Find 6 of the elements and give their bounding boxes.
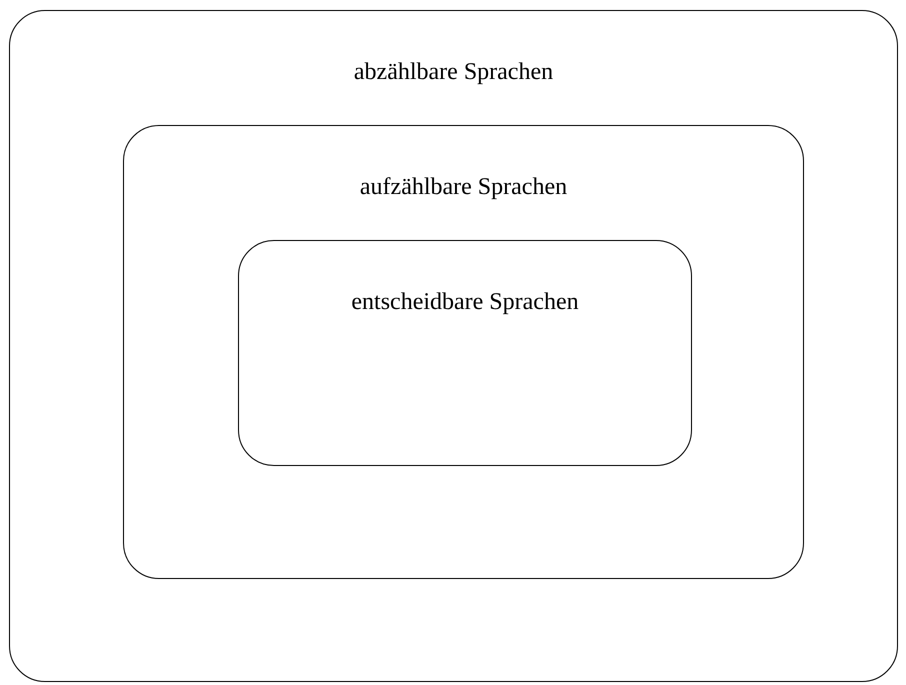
set-label: aufzählbare Sprachen	[360, 173, 568, 202]
set-label: abzählbare Sprachen	[354, 58, 554, 87]
set-label: entscheidbare Sprachen	[351, 288, 579, 317]
rounded-box	[123, 125, 804, 579]
rounded-box	[238, 240, 692, 466]
rounded-box	[9, 10, 898, 682]
